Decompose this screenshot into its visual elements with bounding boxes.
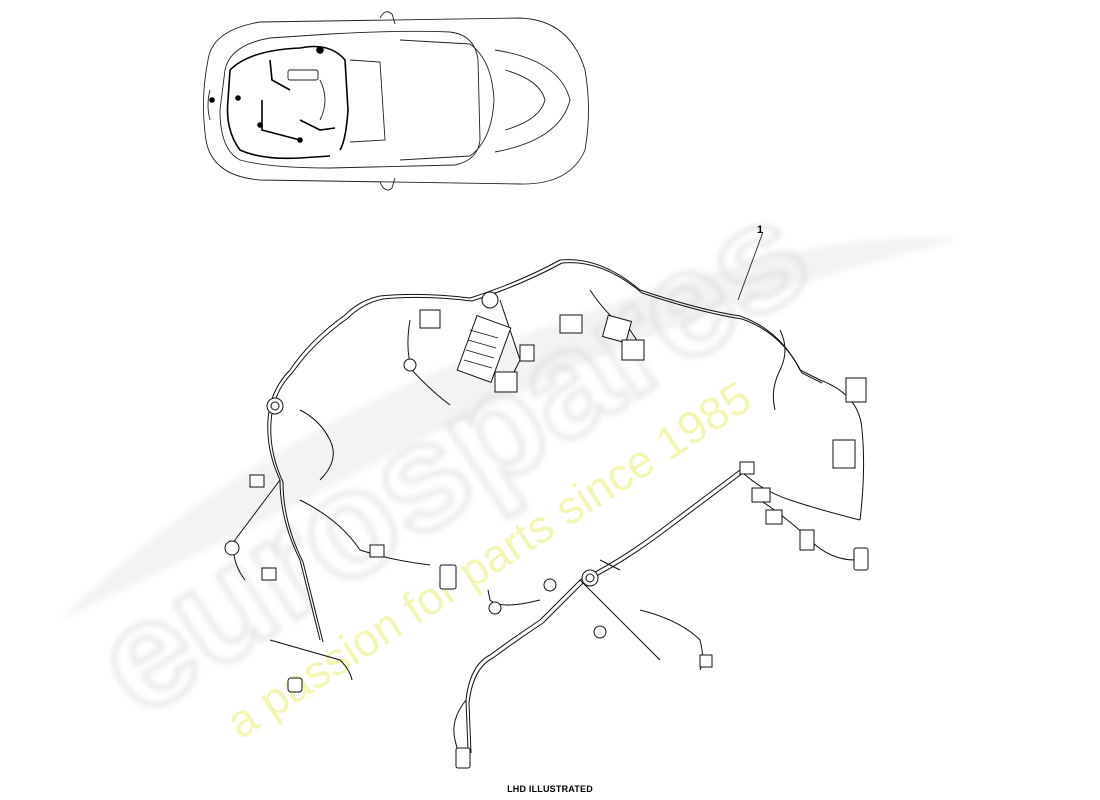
car-overview-icon (202, 11, 589, 191)
diagram-caption: LHD ILLUSTRATED (507, 784, 593, 794)
watermark-brand: eurospares (66, 165, 836, 746)
callout-leader (737, 231, 764, 301)
watermark: eurospares a passion for parts since 198… (60, 163, 960, 749)
connector-icon (224, 291, 869, 769)
wiring-harness-icon (233, 259, 865, 761)
callout-1: 1 (757, 224, 764, 236)
car-harness-highlight (209, 45, 349, 160)
